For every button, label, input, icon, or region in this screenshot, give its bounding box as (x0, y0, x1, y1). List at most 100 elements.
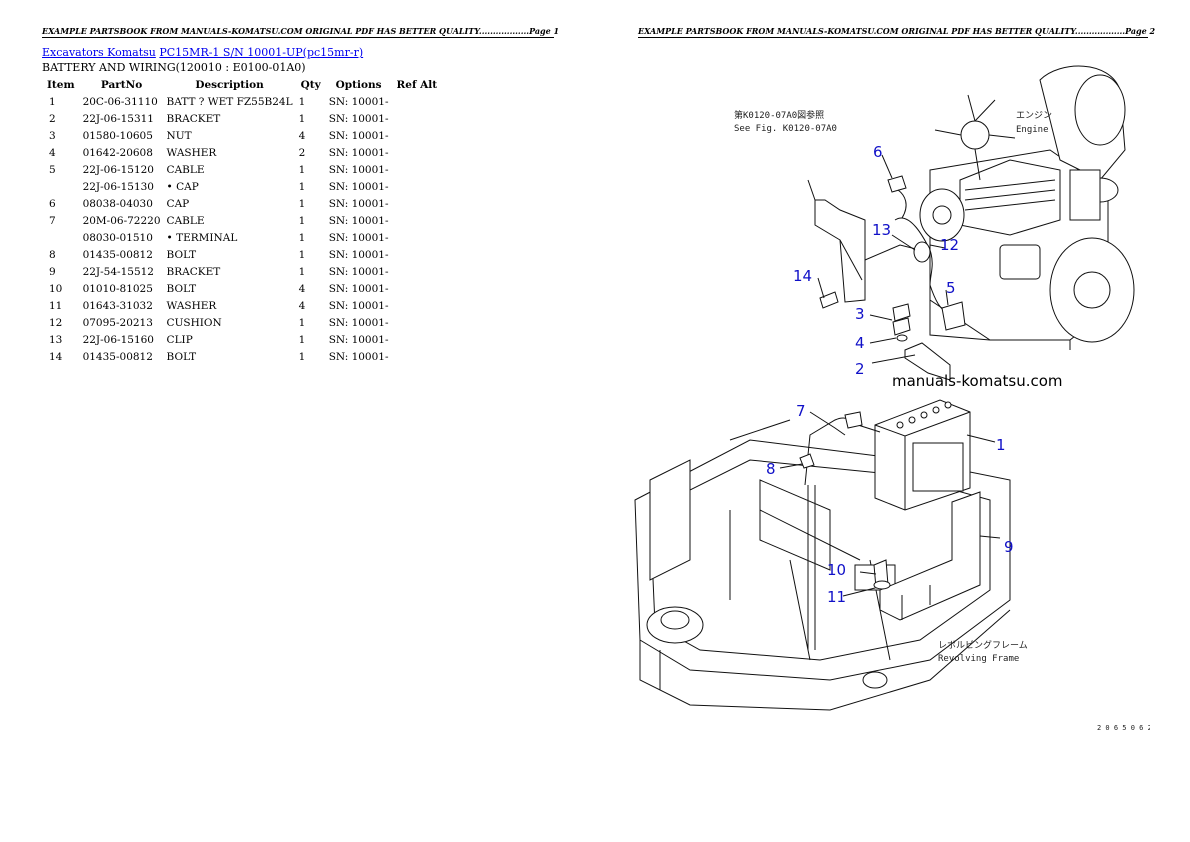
cell-options: SN: 10001- (328, 129, 389, 142)
cell-qty: 4 (298, 129, 306, 142)
col-options: Options (335, 79, 382, 91)
cell-qty: 4 (298, 282, 306, 295)
col-ref-alt: Ref Alt (396, 79, 438, 91)
cell-ref-alt (392, 331, 443, 348)
cell-item: 8 (49, 248, 56, 261)
cell-options: SN: 10001- (328, 265, 389, 278)
cell-qty: 1 (298, 163, 306, 176)
cell-item: 5 (49, 163, 56, 176)
cell-partno: 01435-00812 (82, 248, 153, 261)
cell-item: 4 (49, 146, 56, 159)
cell-partno: 22J-54-15512 (82, 265, 154, 278)
page-title: BATTERY AND WIRING(120010 : E0100-01A0) (42, 61, 306, 74)
cell-options: SN: 10001- (328, 163, 389, 176)
parts-table-header: Item PartNo Description Qty Options Ref … (42, 77, 442, 93)
cell-description: BOLT (166, 350, 197, 363)
cell-partno: 07095-20213 (82, 316, 153, 329)
cell-description: BRACKET (166, 265, 221, 278)
cell-ref-alt (392, 161, 443, 178)
cell-partno: 20M-06-72220 (82, 214, 161, 227)
callout-5: 5 (946, 279, 956, 297)
parts-diagram: 1 2 3 4 5 6 7 8 9 10 11 12 13 14 第K0120-… (634, 65, 1150, 732)
breadcrumb-link-excavators[interactable]: Excavators Komatsu (42, 46, 156, 59)
engine-label-en: Engine (1016, 125, 1049, 135)
cell-partno: 08030-01510 (82, 231, 153, 244)
cell-qty: 1 (298, 180, 306, 193)
cell-description: CABLE (166, 163, 205, 176)
cell-options: SN: 10001- (328, 95, 389, 108)
breadcrumb-link-model[interactable]: PC15MR-1 S/N 10001-UP(pc15mr-r) (159, 46, 364, 59)
col-description: Description (195, 79, 264, 91)
cell-partno: 22J-06-15160 (82, 333, 154, 346)
cell-partno: 01010-81025 (82, 282, 153, 295)
cell-ref-alt (392, 195, 443, 212)
cell-ref-alt (392, 144, 443, 161)
cell-partno: 01435-00812 (82, 350, 153, 363)
callout-6: 6 (873, 143, 883, 161)
cell-options: SN: 10001- (328, 333, 389, 346)
frame-label-jp: レボルビングフレーム (938, 639, 1028, 651)
cell-options: SN: 10001- (328, 197, 389, 210)
cell-qty: 4 (298, 299, 306, 312)
callout-7: 7 (796, 402, 806, 420)
cell-item: 10 (49, 282, 63, 295)
cell-ref-alt (392, 280, 443, 297)
cell-options: SN: 10001- (328, 214, 389, 227)
cell-ref-alt (392, 348, 443, 365)
cell-qty: 1 (298, 265, 306, 278)
cell-partno: 22J-06-15120 (82, 163, 154, 176)
cell-partno: 20C-06-31110 (82, 95, 158, 108)
cell-description: NUT (166, 129, 192, 142)
cell-qty: 1 (298, 316, 306, 329)
cell-options: SN: 10001- (328, 350, 389, 363)
callout-10: 10 (827, 561, 846, 579)
cell-partno: 08038-04030 (82, 197, 153, 210)
cell-item: 11 (49, 299, 63, 312)
cell-ref-alt (392, 93, 443, 110)
cell-partno: 01643-31032 (82, 299, 153, 312)
cell-qty: 1 (298, 248, 306, 261)
cell-qty: 1 (298, 350, 306, 363)
cell-ref-alt (392, 246, 443, 263)
cell-item: 3 (49, 129, 56, 142)
cell-description: CABLE (166, 214, 205, 227)
cell-ref-alt (392, 263, 443, 280)
cell-options: SN: 10001- (328, 282, 389, 295)
cell-ref-alt (392, 212, 443, 229)
col-item: Item (47, 79, 75, 91)
cell-item: 14 (49, 350, 63, 363)
parts-table: Item PartNo Description Qty Options Ref … (42, 77, 442, 365)
cell-ref-alt (392, 110, 443, 127)
page-header-1: EXAMPLE PARTSBOOK FROM MANUALS-KOMATSU.C… (42, 26, 560, 38)
callout-3: 3 (855, 305, 865, 323)
cell-partno: 22J-06-15311 (82, 112, 154, 125)
cell-ref-alt (392, 127, 443, 144)
watermark: manuals-komatsu.com (892, 372, 1063, 390)
table-row: 5 22J-06-15120 CABLE 1 SN: 10001- (42, 161, 442, 178)
callout-1: 1 (996, 436, 1006, 454)
cell-description: BRACKET (166, 112, 221, 125)
cell-options: SN: 10001- (328, 316, 389, 329)
callout-13: 13 (872, 221, 891, 239)
figure-code: 2 0 6 5 0 6 2 (1097, 724, 1150, 732)
cell-description: WASHER (166, 299, 217, 312)
bracket-2-illustration (904, 342, 951, 381)
cell-qty: 2 (298, 146, 306, 159)
cell-options: SN: 10001- (328, 112, 389, 125)
cell-item: 6 (49, 197, 56, 210)
cell-description: CLIP (166, 333, 193, 346)
callout-2: 2 (855, 360, 865, 378)
callout-4: 4 (855, 334, 865, 352)
page-header-2: EXAMPLE PARTSBOOK FROM MANUALS-KOMATSU.C… (638, 26, 1156, 38)
cell-qty: 1 (298, 95, 306, 108)
cell-item (42, 178, 80, 195)
callout-14: 14 (793, 267, 812, 285)
